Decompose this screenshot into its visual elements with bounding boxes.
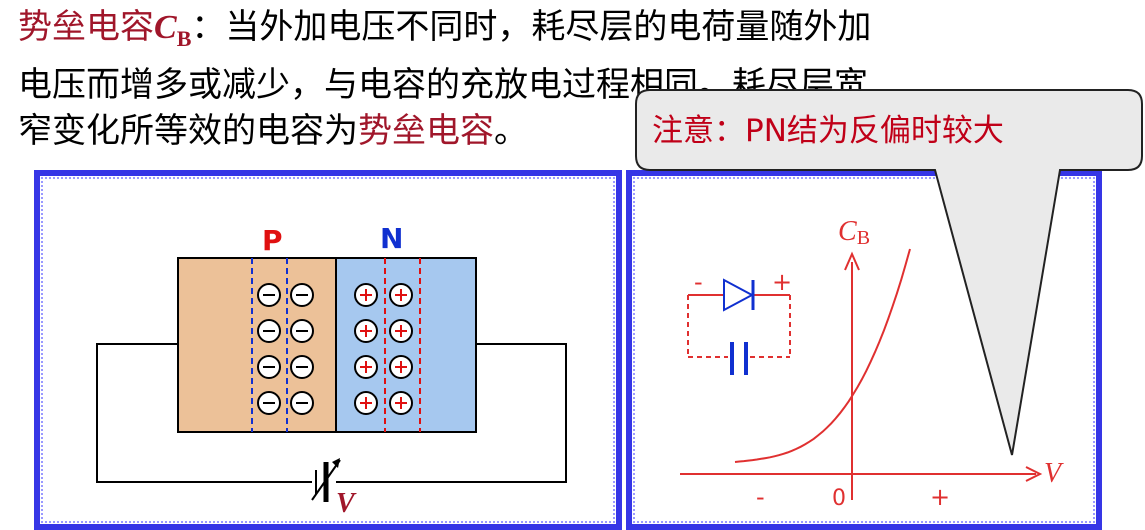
paragraph-line-3: 窄变化所等效的电容为势垒电容。: [18, 108, 1128, 154]
voltage-label: V: [336, 488, 357, 519]
symbol-cb: CB: [154, 9, 191, 51]
pn-junction-diagram: V P N: [96, 222, 567, 519]
x-minus-label: -: [756, 483, 765, 511]
diode-icon: [723, 278, 755, 312]
callout-bubble: 注意：PN结为反偏时较大: [635, 89, 1143, 456]
cv-graph: - + CB V - 0 +: [680, 216, 1064, 511]
ion-grid: [257, 283, 413, 415]
x-plus-label: +: [930, 483, 950, 511]
y-axis-label: CB: [838, 216, 870, 249]
callout-text: 注意：PN结为反偏时较大: [652, 113, 1004, 149]
figure-overlay: V P N - +: [96, 89, 1143, 519]
cv-curve: [734, 248, 911, 463]
x-origin-label: 0: [832, 486, 846, 511]
n-label: N: [380, 222, 403, 255]
circuit-wire-right: [336, 343, 567, 483]
intro-paragraph: 势垒电容CB：当外加电压不同时，耗尽层的电荷量随外加 电压而增多或减少，与电容的…: [18, 4, 1128, 154]
term-barrier-capacitance: 势垒电容: [18, 7, 154, 47]
symbol-sub: B: [176, 25, 192, 51]
symbol-main: C: [154, 9, 177, 46]
diode-capacitor-equivalent: - +: [687, 268, 792, 375]
diode-plus-label: +: [772, 268, 792, 296]
line1-text: ：当外加电压不同时，耗尽层的电荷量随外加: [191, 7, 872, 47]
diode-minus-label: -: [694, 268, 703, 296]
variable-battery-icon: [311, 458, 341, 502]
term-barrier-capacitance-2: 势垒电容: [358, 110, 494, 151]
y-axis-arrow-icon: [844, 251, 860, 271]
line3-end: 。: [494, 110, 528, 151]
p-label: P: [262, 224, 283, 257]
paragraph-line-1: 势垒电容CB：当外加电压不同时，耗尽层的电荷量随外加: [18, 4, 1128, 62]
x-axis-label: V: [1044, 458, 1064, 489]
callout-shape: [635, 89, 1143, 456]
x-axis-arrow-icon: [1025, 466, 1043, 482]
line3-text: 窄变化所等效的电容为: [18, 110, 358, 151]
circuit-wire: [96, 343, 312, 483]
